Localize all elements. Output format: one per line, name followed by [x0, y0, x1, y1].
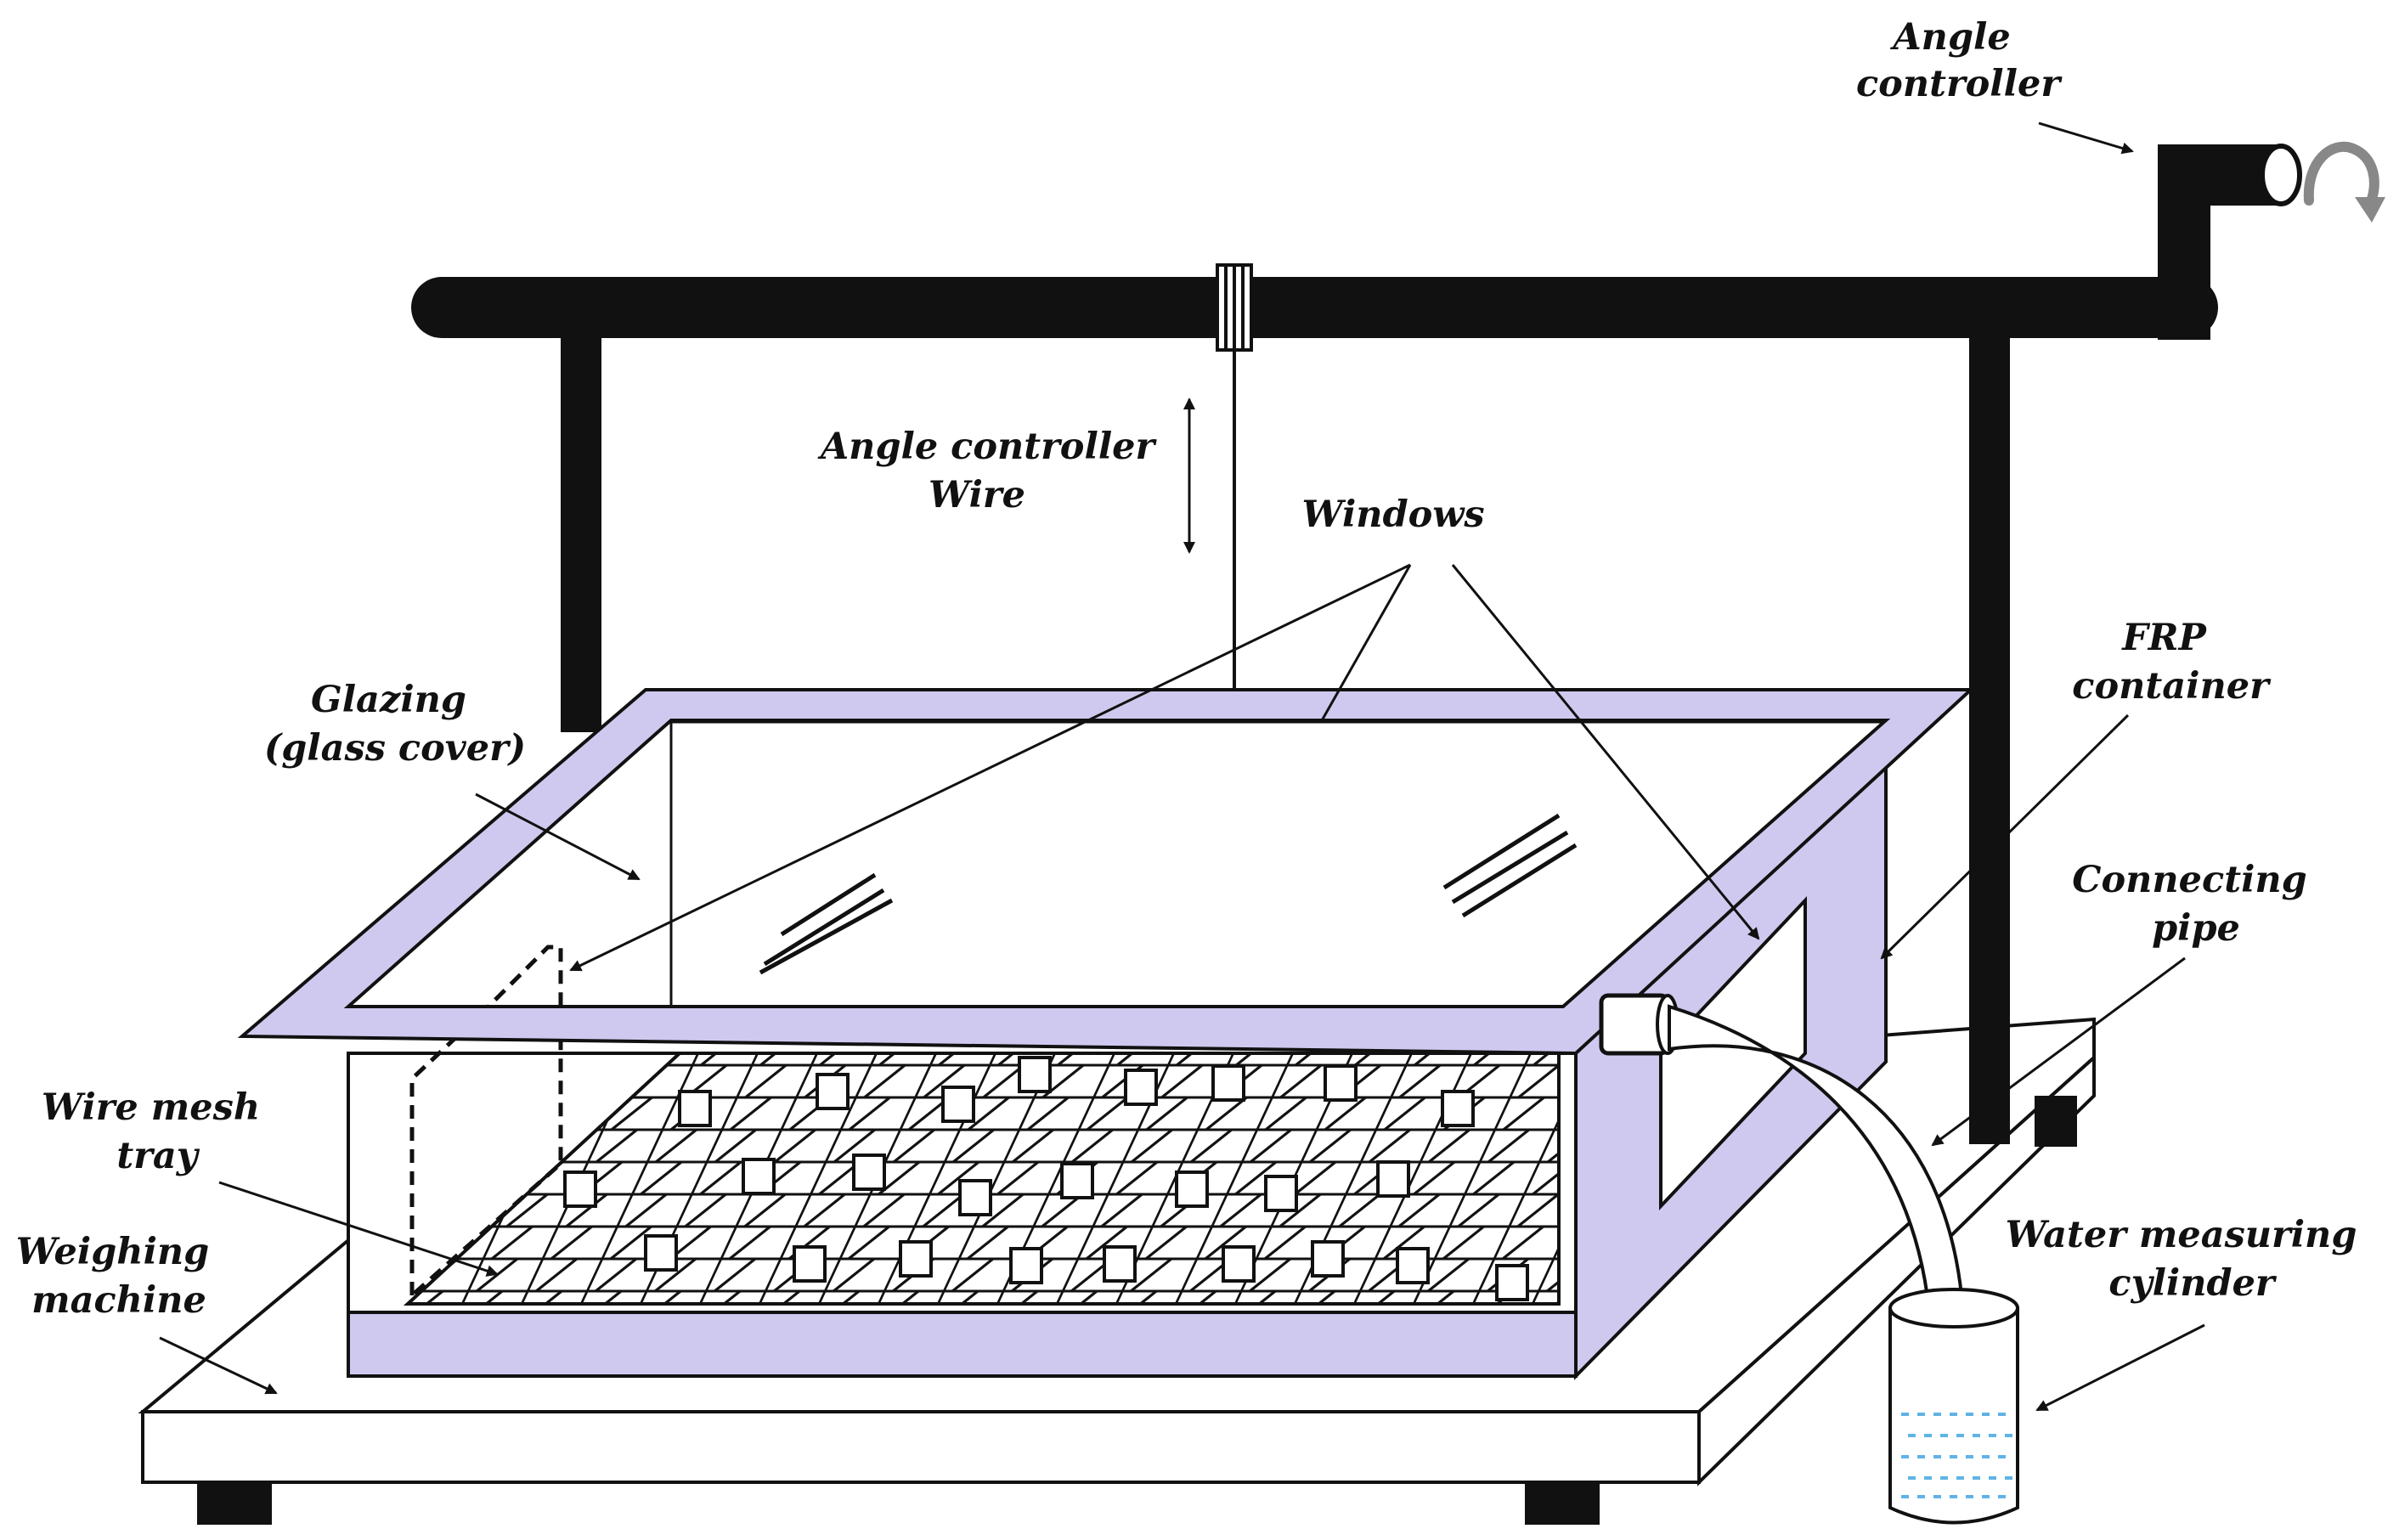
front-window-dashed	[409, 945, 563, 1297]
handle-end	[2260, 144, 2302, 206]
product-samples	[563, 1056, 1529, 1301]
water-measuring-cylinder	[1888, 1288, 2019, 1525]
label-angle-controller-line2: controller	[1856, 63, 2063, 105]
arrow-windows-left	[569, 563, 1411, 972]
labels: Angle controller Angle controller Wire W…	[16, 16, 2370, 1322]
label-glazing: Glazing (glass cover)	[264, 679, 526, 770]
label-frp-container: FRP container	[2072, 617, 2272, 708]
arrow-water-cylinder	[2035, 1323, 2205, 1412]
arrow-windows-right	[1451, 564, 1760, 940]
glazing-frame	[237, 688, 1976, 1056]
label-frp-line2: container	[2072, 665, 2272, 708]
arrow-frp-container	[1880, 714, 2130, 960]
label-cylinder-line2: cylinder	[2108, 1262, 2278, 1305]
label-pipe-line1: Connecting	[2072, 859, 2307, 901]
container-bottom-band	[347, 1311, 1578, 1378]
label-wire-line1: Angle controller	[817, 426, 1158, 468]
frame-right-leg	[1969, 307, 2010, 1144]
label-pipe-line2: pipe	[2152, 907, 2240, 950]
platform-front	[141, 1410, 1701, 1484]
wire-clamp	[1216, 263, 1253, 352]
platform-foot-right	[1525, 1482, 1600, 1525]
label-water-measuring-cylinder: Water measuring cylinder	[2006, 1214, 2370, 1305]
label-weighing-machine: Weighing machine	[16, 1231, 222, 1322]
arrow-glazing	[475, 793, 641, 881]
support-frame	[411, 141, 2385, 1144]
frp-container	[237, 688, 1976, 1380]
label-glazing-line2: (glass cover)	[264, 727, 526, 770]
label-wire-line2: Wire	[929, 474, 1025, 516]
pointer-arrows	[159, 121, 2205, 1412]
side-window	[1659, 895, 1807, 1211]
arrow-wire-mesh-tray	[218, 1181, 499, 1277]
arrow-angle-controller	[2038, 121, 2134, 155]
curved-arrow-head	[2355, 197, 2385, 223]
label-tray-line1: Wire mesh	[42, 1086, 260, 1129]
label-frp-line1: FRP	[2120, 617, 2207, 659]
label-tray-line2: tray	[116, 1135, 200, 1177]
connecting-pipe	[1599, 993, 1965, 1306]
label-angle-controller: Angle controller	[1856, 16, 2063, 105]
label-angle-controller-wire: Angle controller Wire	[817, 426, 1167, 516]
label-glazing-line1: Glazing	[311, 679, 466, 721]
platform-foot-back	[2035, 1096, 2077, 1147]
label-weighing-line1: Weighing	[16, 1231, 209, 1273]
label-windows: Windows	[1301, 494, 1484, 536]
frame-left-leg	[561, 307, 601, 732]
label-cylinder-line1: Water measuring	[2006, 1214, 2357, 1256]
water-level	[1901, 1413, 2012, 1498]
label-connecting-pipe: Connecting pipe	[2072, 859, 2319, 950]
glass-reflections	[759, 813, 1578, 975]
arrow-weighing-machine	[159, 1336, 278, 1395]
wire-mesh-tray	[403, 1052, 1561, 1306]
arrow-connecting-pipe	[1931, 956, 2186, 1147]
label-weighing-line2: machine	[31, 1279, 206, 1322]
platform-foot-left	[197, 1482, 272, 1525]
curved-arrow-icon	[2303, 141, 2379, 209]
label-angle-controller-line1: Angle	[1889, 16, 2010, 59]
label-wire-mesh-tray: Wire mesh tray	[42, 1086, 273, 1177]
windows-leader-mid	[1319, 564, 1412, 723]
